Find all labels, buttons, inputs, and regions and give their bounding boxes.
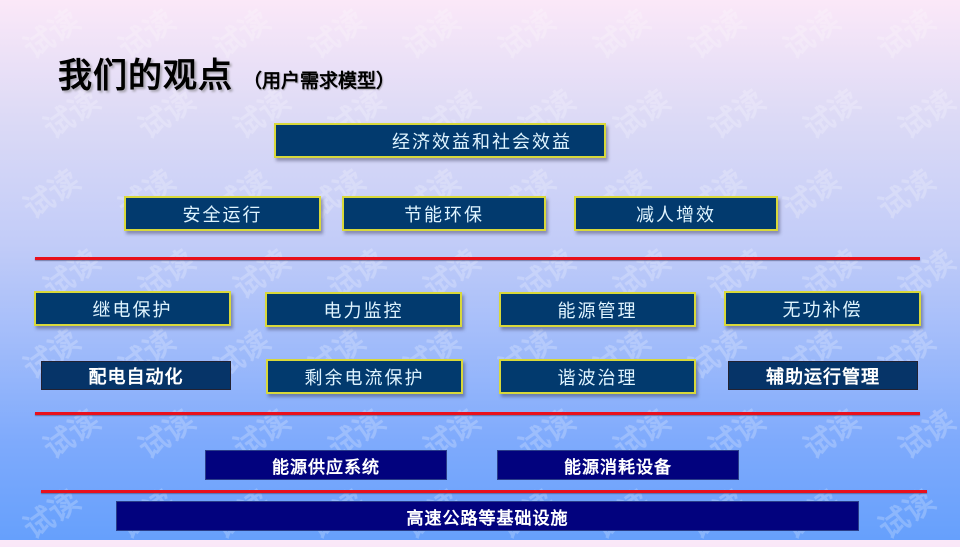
title-subtitle: （用户需求模型） (243, 70, 396, 92)
base-label: 高速公路等基础设施 (406, 508, 569, 529)
function-label: 继电保护 (92, 299, 173, 321)
base-box-infrastructure: 高速公路等基础设施 (116, 501, 859, 531)
system-label: 能源消耗设备 (564, 457, 672, 478)
system-box-energy-consumption: 能源消耗设备 (497, 450, 739, 480)
watermark-text: 试读 (872, 483, 942, 547)
benefit-label: 安全运行 (182, 204, 263, 226)
watermark-text: 试读 (37, 403, 107, 467)
watermark-text: 试读 (397, 3, 467, 67)
watermark-text: 试读 (892, 403, 960, 467)
benefit-label: 节能环保 (404, 204, 484, 226)
watermark-text: 试读 (682, 3, 752, 67)
separator-line-2 (35, 412, 920, 415)
watermark-text: 试读 (17, 483, 87, 547)
function-box-harmonic-control: 谐波治理 (499, 359, 696, 394)
function-label: 谐波治理 (557, 367, 638, 389)
benefit-box-efficiency: 减人增效 (574, 196, 778, 231)
watermark-text: 试读 (892, 83, 960, 147)
title-main: 我们的观点 (58, 56, 233, 96)
watermark-text: 试读 (797, 83, 867, 147)
goal-label: 经济效益和社会效益 (392, 131, 572, 153)
watermark-text: 试读 (132, 403, 202, 467)
slide-title: 我们的观点 （用户需求模型） (58, 48, 395, 97)
watermark-text: 试读 (587, 3, 657, 67)
function-label: 能源管理 (557, 300, 638, 322)
watermark-text: 试读 (777, 163, 847, 227)
watermark-text: 试读 (607, 83, 677, 147)
function-box-reactive-compensation: 无功补偿 (724, 291, 921, 326)
function-label: 剩余电流保护 (304, 367, 425, 389)
watermark-text: 试读 (17, 163, 87, 227)
goal-box: 经济效益和社会效益 (274, 123, 606, 158)
function-label: 辅助运行管理 (766, 366, 880, 388)
function-box-distribution-automation: 配电自动化 (41, 361, 231, 390)
watermark-text: 试读 (777, 3, 847, 67)
watermark-text: 试读 (702, 83, 772, 147)
benefit-box-safety: 安全运行 (124, 196, 321, 231)
watermark-text: 试读 (872, 163, 942, 227)
watermark-text: 试读 (872, 3, 942, 67)
function-box-relay-protection: 继电保护 (34, 291, 231, 326)
function-box-residual-current-protection: 剩余电流保护 (266, 359, 463, 394)
benefit-label: 减人增效 (636, 204, 716, 226)
separator-line-1 (35, 257, 920, 260)
benefit-box-energy-saving: 节能环保 (342, 196, 546, 231)
function-box-power-monitoring: 电力监控 (265, 292, 462, 327)
function-label: 无功补偿 (782, 299, 863, 321)
system-box-energy-supply: 能源供应系统 (205, 450, 447, 480)
watermark-text: 试读 (492, 3, 562, 67)
system-label: 能源供应系统 (272, 457, 380, 478)
watermark-text: 试读 (797, 403, 867, 467)
separator-line-3 (41, 490, 927, 493)
function-label: 电力监控 (323, 300, 404, 322)
function-box-energy-management: 能源管理 (499, 292, 696, 327)
function-label: 配电自动化 (88, 366, 184, 388)
function-box-auxiliary-operation: 辅助运行管理 (728, 361, 918, 390)
